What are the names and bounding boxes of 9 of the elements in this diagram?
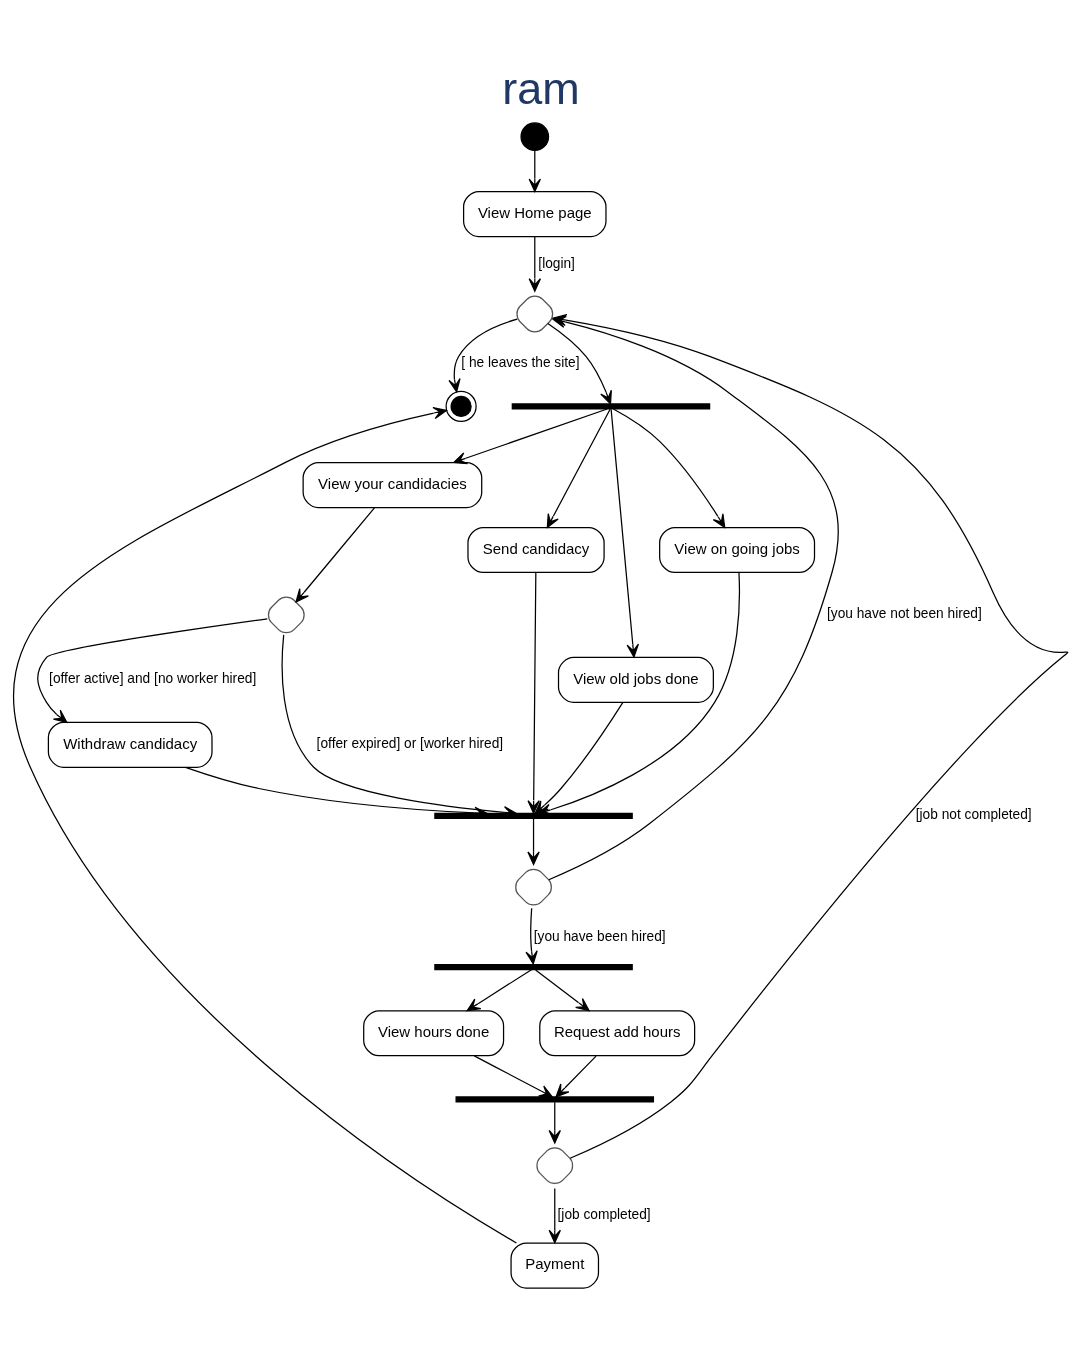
edge-label: [job not completed]	[915, 806, 1032, 822]
edge-label: [offer active] and [no worker hired]	[49, 670, 257, 686]
edge-label: [offer expired] or [worker hired]	[316, 735, 504, 751]
edge-label: [ he leaves the site]	[461, 354, 580, 370]
edge-label: [you have not been hired]	[826, 605, 982, 621]
diagram-title: ram	[502, 62, 580, 114]
edge-label: [login]	[538, 255, 575, 271]
edge-label: [job completed]	[557, 1206, 651, 1222]
edge-label: [you have been hired]	[533, 928, 666, 944]
